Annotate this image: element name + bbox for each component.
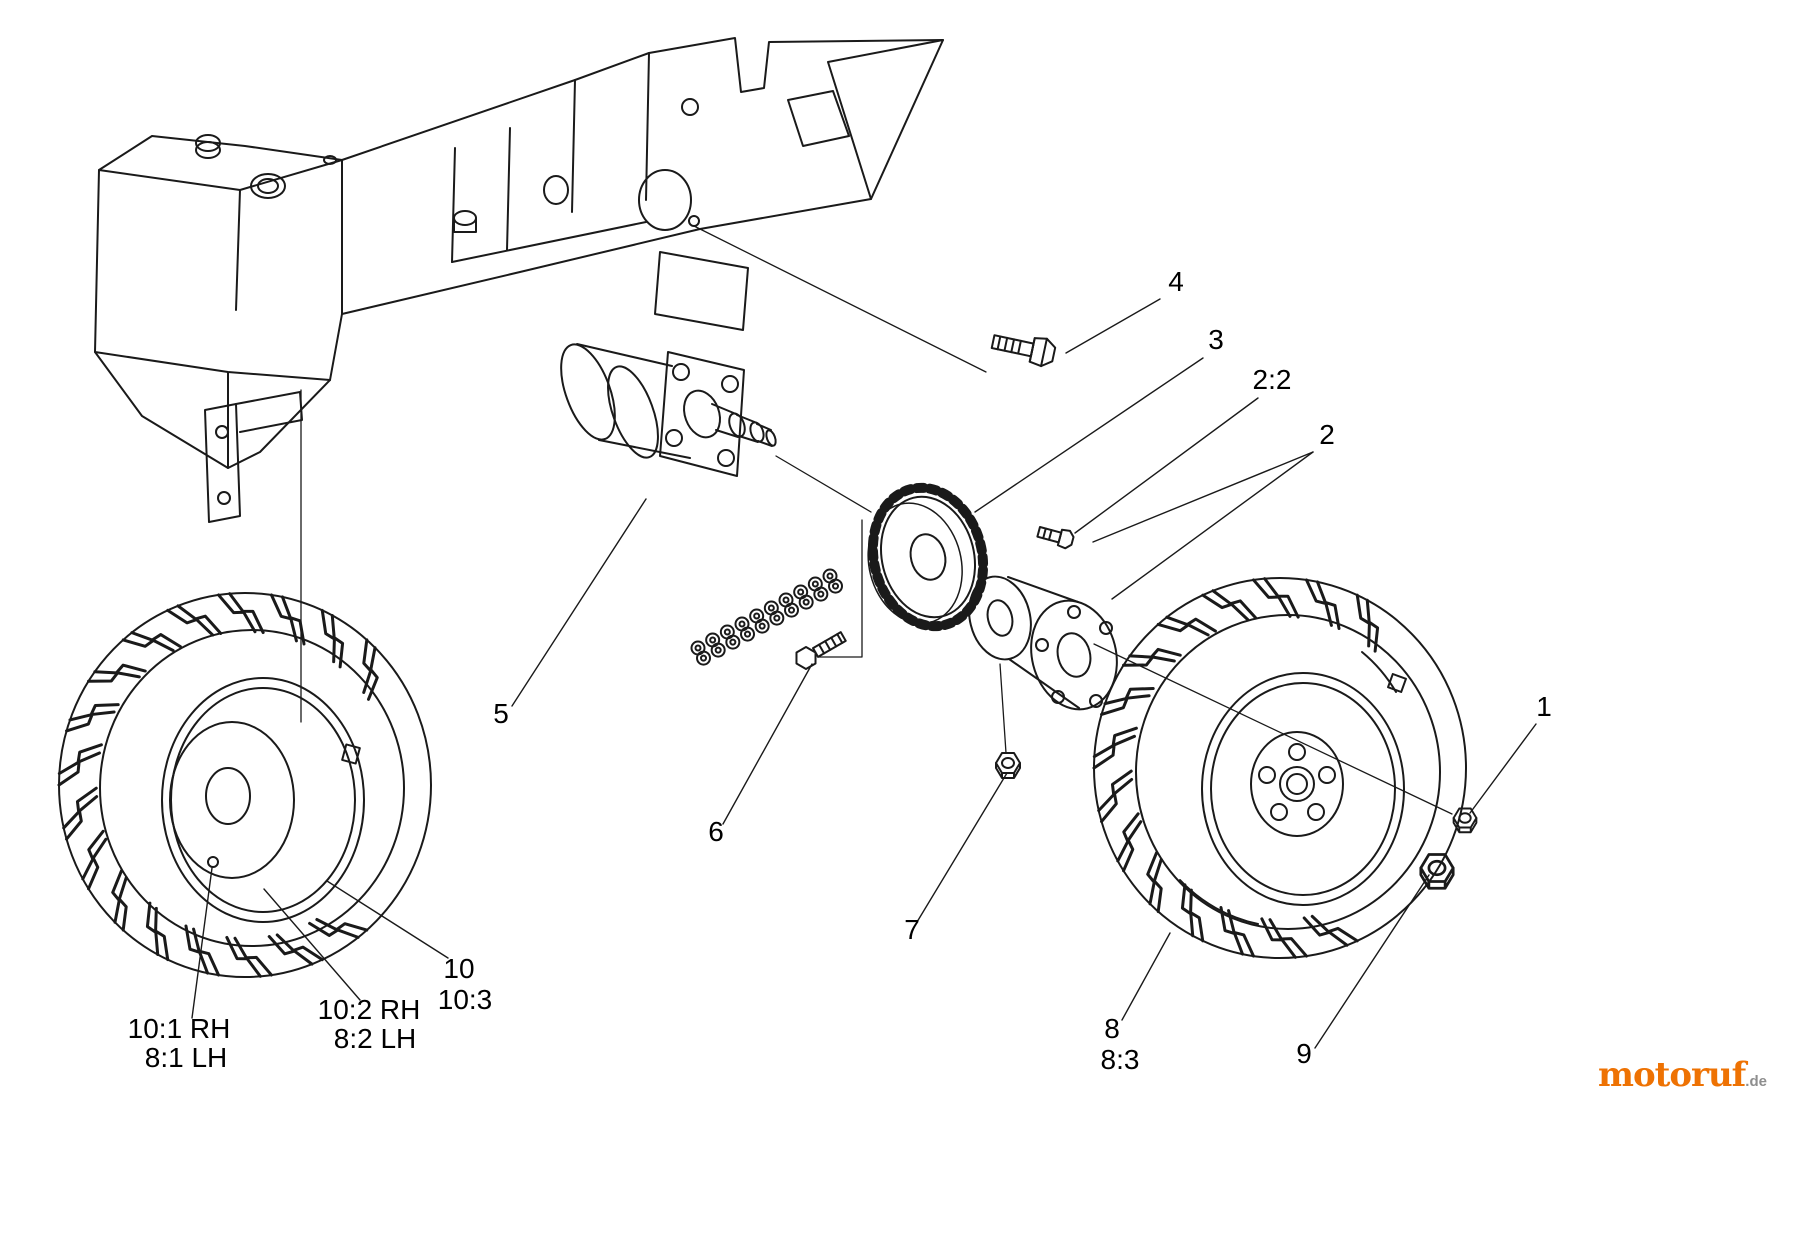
wheel-hub (968, 575, 1118, 711)
callout-1: 1 (1536, 691, 1552, 722)
hex-nut-1 (1452, 807, 1478, 834)
callout-8-2-lh: 8:2 LH (334, 1023, 417, 1054)
left-wheel (57, 592, 432, 978)
alignment-lines (300, 225, 1453, 815)
hex-nut-7 (995, 752, 1021, 779)
bolt-6 (795, 631, 847, 670)
callout-labels: 4 3 2:2 2 5 6 7 1 9 8 8:3 10 10:3 10:2 R… (128, 266, 1552, 1075)
watermark-tld-text: .de (1745, 1073, 1767, 1090)
left-tire-tread (57, 592, 379, 978)
callout-9: 9 (1296, 1038, 1312, 1069)
watermark-brand-text: motoruf (1598, 1055, 1746, 1095)
roller-chain (690, 568, 844, 666)
leader-lines (191, 298, 1537, 1049)
callout-5: 5 (493, 698, 509, 729)
bolt-4 (990, 334, 1057, 368)
right-wheel (1092, 577, 1467, 959)
callout-2: 2 (1319, 419, 1335, 450)
chain-sprocket (867, 482, 989, 632)
watermark-motoruf: motoruf.de (1598, 1058, 1767, 1092)
callout-10-1-rh: 10:1 RH (128, 1013, 231, 1044)
callout-4: 4 (1168, 266, 1184, 297)
callout-8-3: 8:3 (1101, 1044, 1140, 1075)
callout-10-2-rh: 10:2 RH (318, 994, 421, 1025)
callout-10-3: 10:3 (438, 984, 493, 1015)
callout-8-1-lh: 8:1 LH (145, 1042, 228, 1073)
hydraulic-motor (560, 343, 777, 477)
callout-6: 6 (708, 816, 724, 847)
right-tire-tread (1092, 577, 1380, 959)
chassis-frame-drawing (94, 37, 944, 523)
callout-3: 3 (1208, 324, 1224, 355)
callout-8: 8 (1104, 1013, 1120, 1044)
callout-2-2: 2:2 (1253, 364, 1292, 395)
set-screw-2-2 (1036, 525, 1075, 550)
callout-7: 7 (904, 914, 920, 945)
callout-10: 10 (443, 953, 474, 984)
